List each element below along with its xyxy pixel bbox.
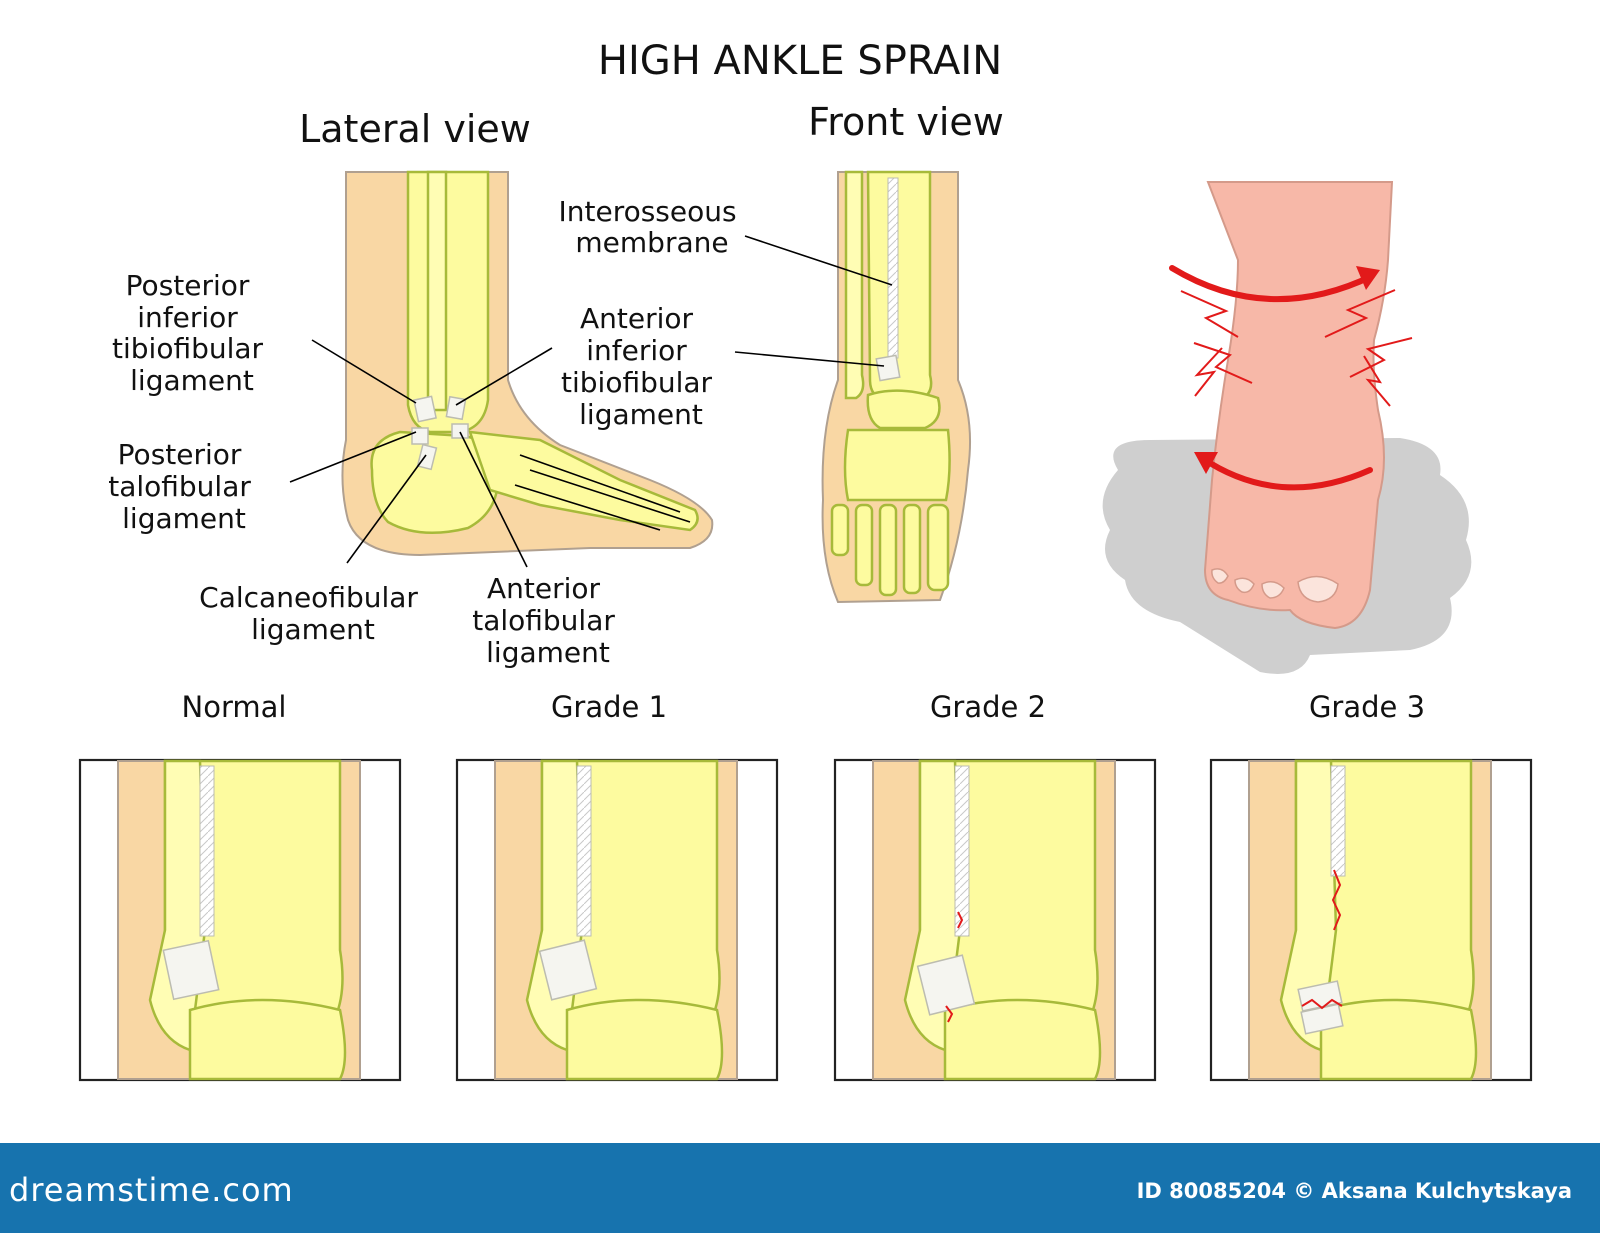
diagram-title: HIGH ANKLE SPRAIN (598, 38, 1002, 84)
grade-panel-normal (78, 758, 402, 1082)
leader-aitfl (455, 347, 553, 406)
grade-label-normal: Normal (182, 690, 287, 724)
label-posterior-inferior-tibiofibular-ligament: Posterior inferior tibiofibular ligament (112, 269, 272, 397)
grade-panel-3 (1209, 758, 1533, 1082)
grade-panel-2 (833, 758, 1157, 1082)
leader-aitfl-front (734, 351, 885, 367)
footer-brand[interactable]: dreamstime.com (9, 1171, 294, 1209)
lateral-ankle-illustration (341, 170, 714, 557)
label-anterior-inferior-tibiofibular-ligament: Anterior inferior tibiofibular ligament (561, 302, 721, 431)
footer-bar: dreamstime.com ID 80085204 © Aksana Kulc… (0, 1143, 1600, 1233)
leader-pitfl (311, 339, 417, 404)
label-interosseous-membrane: Interosseous membrane (558, 195, 745, 259)
label-calcaneofibular-ligament: Calcaneofibular ligament (199, 581, 427, 646)
rotation-injury-illustration (1102, 181, 1472, 674)
grade-label-3: Grade 3 (1309, 690, 1425, 724)
lateral-view-heading: Lateral view (299, 107, 531, 151)
leader-cfl (346, 454, 427, 564)
grade-label-2: Grade 2 (930, 690, 1046, 724)
grade-panel-1 (455, 758, 779, 1082)
front-view-heading: Front view (808, 100, 1004, 144)
leader-ptfl (289, 431, 417, 483)
label-anterior-talofibular-ligament: Anterior talofibular ligament (472, 572, 624, 669)
footer-credit: ID 80085204 © Aksana Kulchytskaya (1136, 1179, 1572, 1203)
label-posterior-talofibular-ligament: Posterior talofibular ligament (108, 438, 260, 535)
leader-interosseous-membrane (744, 235, 893, 286)
grade-label-1: Grade 1 (551, 690, 667, 724)
front-ankle-illustration (821, 170, 972, 604)
leader-atfl (459, 431, 528, 568)
